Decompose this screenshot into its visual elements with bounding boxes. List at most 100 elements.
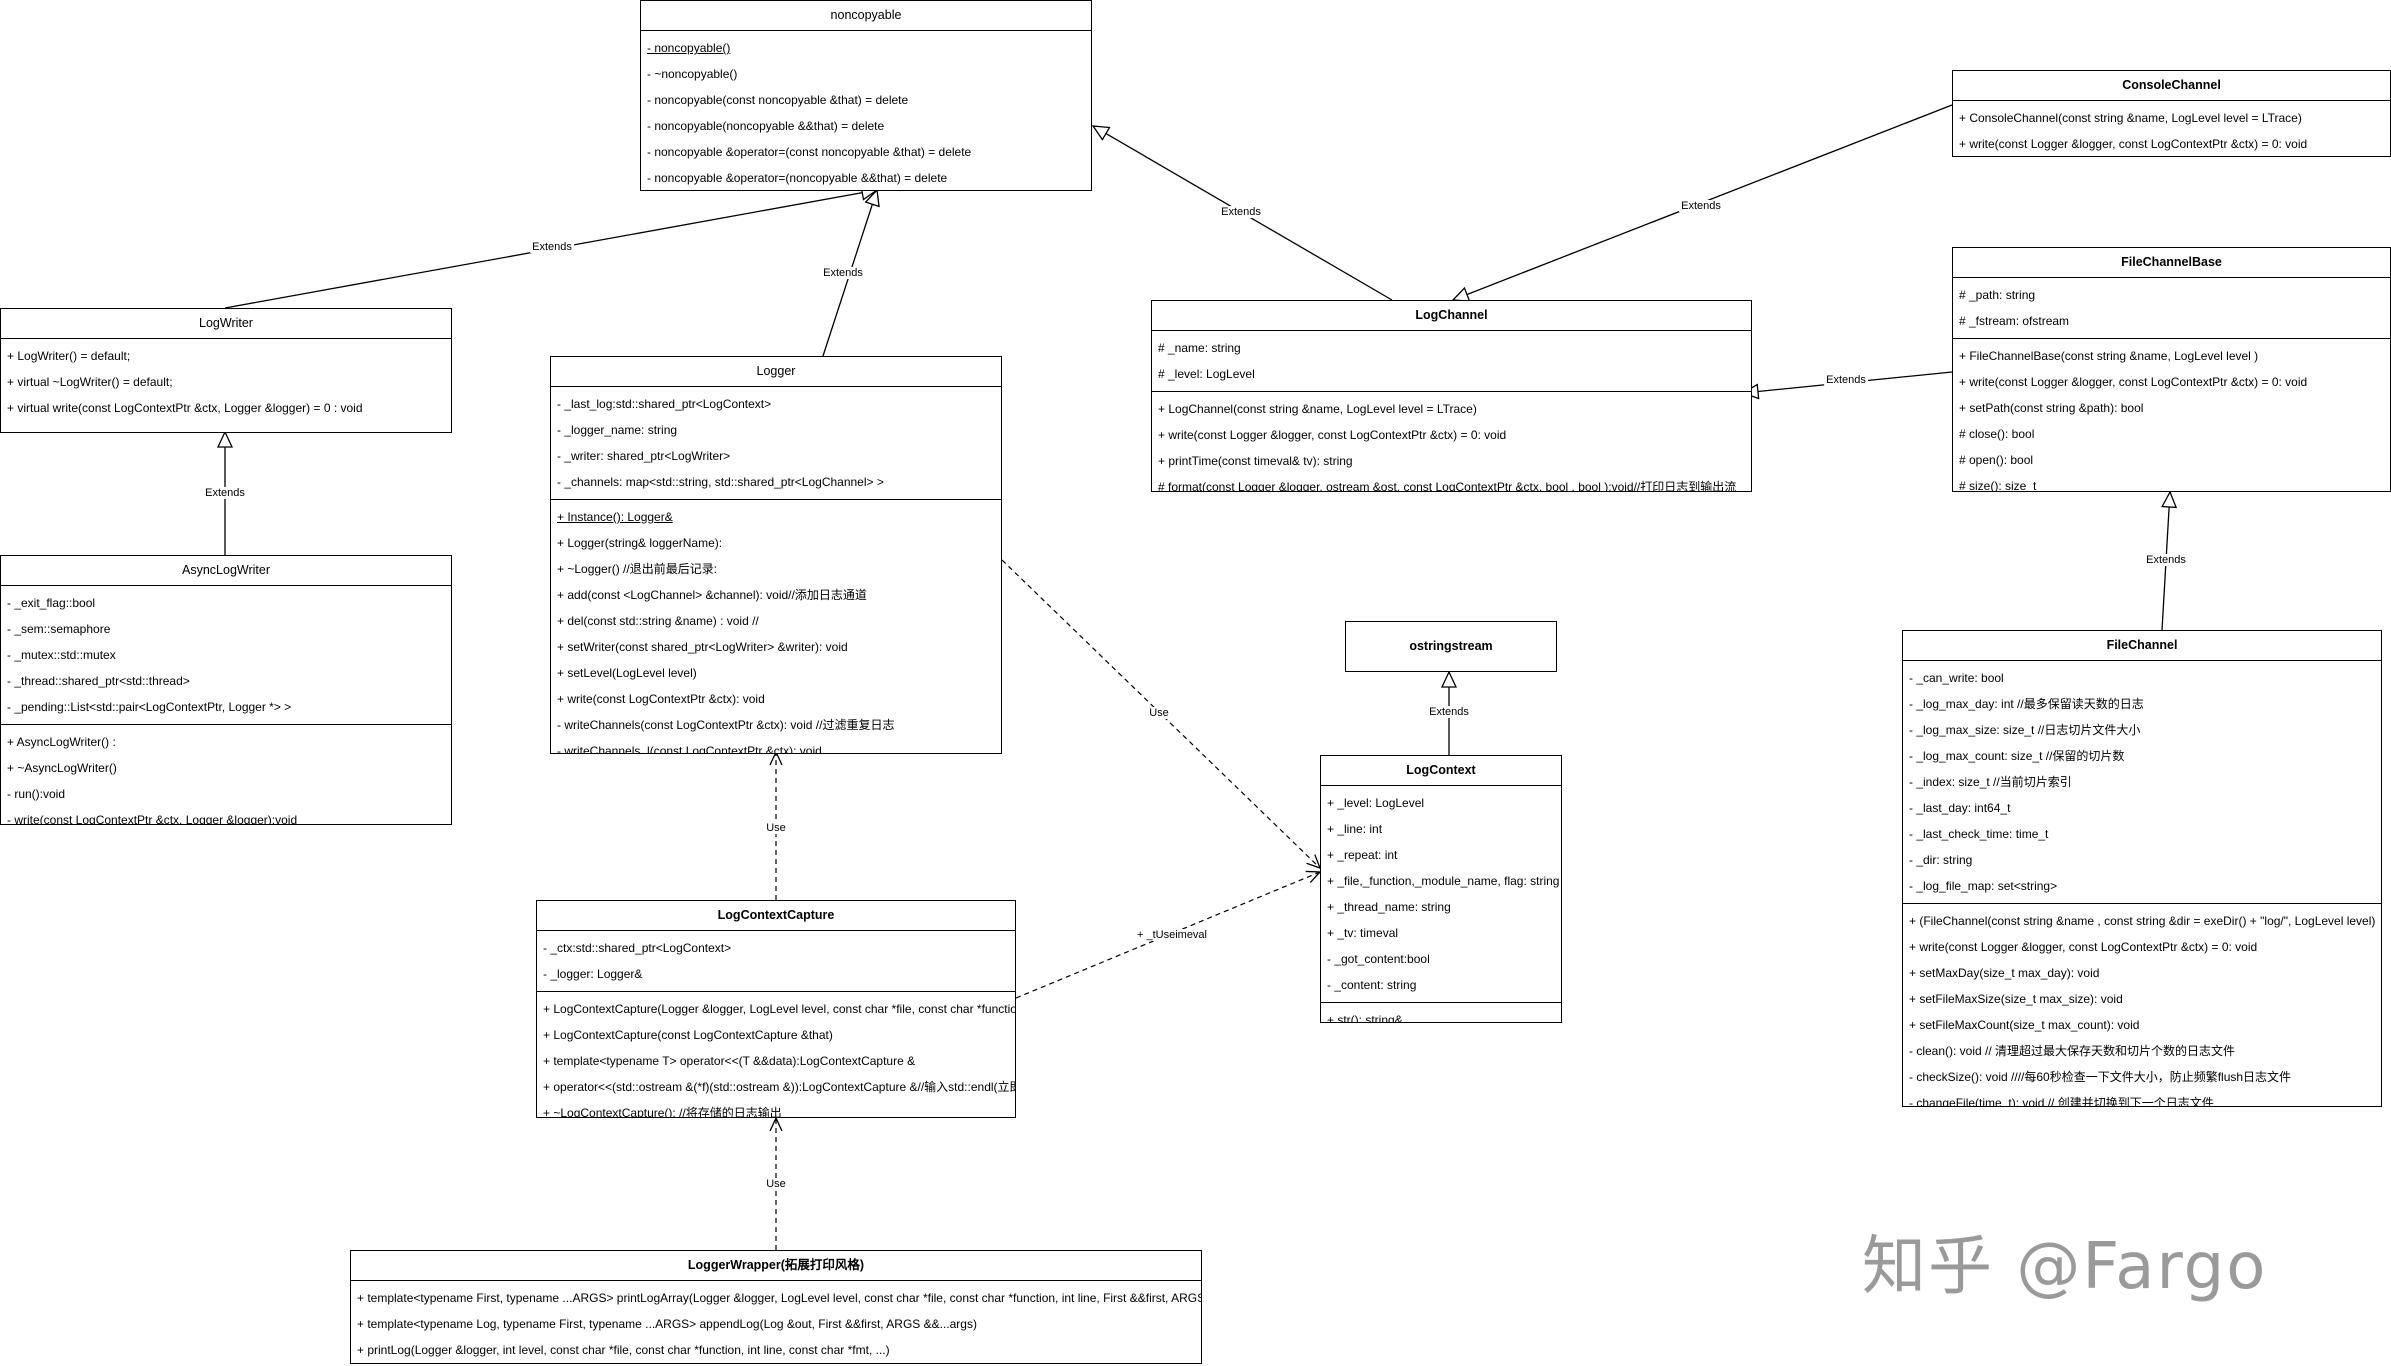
class-method: + setPath(const string &path): bool xyxy=(1959,401,2144,415)
class-method: - noncopyable(const noncopyable &that) =… xyxy=(647,93,909,107)
class-attribute: - _last_check_time: time_t xyxy=(1909,827,2049,841)
class-asynclogwriter[interactable]: AsyncLogWriter- _exit_flag::bool- _sem::… xyxy=(0,555,452,825)
class-logger[interactable]: Logger- _last_log:std::shared_ptr<LogCon… xyxy=(550,356,1002,754)
edge-label-extends: Extends xyxy=(1824,374,1868,386)
class-logchannel[interactable]: LogChannel# _name: string# _level: LogLe… xyxy=(1151,300,1752,492)
class-method: # size(): size_t xyxy=(1959,479,2037,492)
class-attribute: - _index: size_t //当前切片索引 xyxy=(1909,775,2072,789)
class-method: + write(const Logger &logger, const LogC… xyxy=(1959,375,2308,389)
method-section: + Instance(): Logger& + Logger(string& lo… xyxy=(551,500,1001,753)
edge-logger-logcontext xyxy=(1001,559,1322,870)
class-method: + AsyncLogWriter() : xyxy=(7,735,116,749)
class-attribute: # _path: string xyxy=(1959,288,2036,302)
class-attribute: - _logger: Logger& xyxy=(543,967,643,981)
method-section: + (FileChannel(const string &name , cons… xyxy=(1903,904,2381,1106)
class-attribute: + _repeat: int xyxy=(1327,848,1398,862)
class-loggerwrapper[interactable]: LoggerWrapper(拓展打印风格) + template<typenam… xyxy=(350,1250,1202,1364)
class-method: + setLevel(LogLevel level) xyxy=(557,666,697,680)
class-method: + setMaxDay(size_t max_day): void xyxy=(1909,966,2100,980)
method-section: + FileChannelBase(const string &name, Lo… xyxy=(1953,339,2390,492)
class-ostringstream[interactable]: ostringstream xyxy=(1345,621,1557,672)
edge-label-use-timeval: + _tUseimeval xyxy=(1134,929,1210,941)
class-name: LogChannel xyxy=(1152,301,1751,331)
class-attribute: + _tv: timeval xyxy=(1327,926,1399,940)
class-method: + write(const Logger &logger, const LogC… xyxy=(1158,428,1507,442)
class-method: + LogContextCapture(const LogContextCapt… xyxy=(543,1028,833,1042)
class-attribute: - _sem::semaphore xyxy=(7,622,111,636)
class-method: + setWriter(const shared_ptr<LogWriter> … xyxy=(557,640,848,654)
class-method: # open(): bool xyxy=(1959,453,2034,467)
class-method: - writeChannels(const LogContextPtr &ctx… xyxy=(557,718,895,732)
edge-label-extends: Extends xyxy=(821,267,865,279)
class-method: + ~Logger() //退出前最后记录: xyxy=(557,562,718,576)
class-method: + template<typename Log, typename First,… xyxy=(357,1317,977,1331)
class-method: - noncopyable() xyxy=(647,41,731,55)
class-name: LogContextCapture xyxy=(537,901,1015,931)
attribute-section: # _name: string# _level: LogLevel xyxy=(1152,331,1751,392)
class-attribute: + _level: LogLevel xyxy=(1327,796,1425,810)
class-attribute: # _fstream: ofstream xyxy=(1959,314,2070,328)
class-method: + Instance(): Logger& xyxy=(557,510,673,524)
edge-label-use: Use xyxy=(764,822,788,834)
class-method: + LogWriter() = default; xyxy=(7,349,131,363)
method-section: + LogWriter() = default;+ virtual ~LogWr… xyxy=(1,339,451,425)
class-filechannelbase[interactable]: FileChannelBase# _path: string# _fstream… xyxy=(1952,247,2391,492)
class-method: + write(const Logger &logger, const LogC… xyxy=(1909,940,2258,954)
class-method: + add(const <LogChannel> &channel): void… xyxy=(557,588,867,602)
class-attribute: # _level: LogLevel xyxy=(1158,367,1255,381)
class-attribute: - _channels: map<std::string, std::share… xyxy=(557,475,884,489)
edge-label-use: Use xyxy=(1147,707,1171,719)
class-method: + write(const LogContextPtr &ctx): void xyxy=(557,692,765,706)
class-method: + ~AsyncLogWriter() xyxy=(7,761,117,775)
class-attribute: - _ctx:std::shared_ptr<LogContext> xyxy=(543,941,732,955)
class-name: LogContext xyxy=(1321,756,1561,786)
class-method: + FileChannelBase(const string &name, Lo… xyxy=(1959,349,2259,363)
class-method: # format(const Logger &logger, ostream &… xyxy=(1158,480,1737,492)
class-method: # close(): bool xyxy=(1959,427,2035,441)
class-method: + Logger(string& loggerName): xyxy=(557,536,723,550)
attribute-section: - _can_write: bool- _log_max_day: int //… xyxy=(1903,661,2381,904)
class-logwriter[interactable]: LogWriter+ LogWriter() = default;+ virtu… xyxy=(0,308,452,433)
class-method: - noncopyable &operator=(const noncopyab… xyxy=(647,145,972,159)
class-method: + setFileMaxSize(size_t max_size): void xyxy=(1909,992,2123,1006)
edge-label-extends: Extends xyxy=(203,487,247,499)
class-method: - write(const LogContextPtr &ctx, Logger… xyxy=(7,813,298,825)
class-attribute: - _log_max_count: size_t //保留的切片数 xyxy=(1909,749,2125,763)
method-section: + AsyncLogWriter() : + ~AsyncLogWriter() -… xyxy=(1,725,451,825)
class-method: + operator<<(std::ostream &(*f)(std::ost… xyxy=(543,1080,1016,1094)
class-name: AsyncLogWriter xyxy=(1,556,451,586)
edge-label-extends: Extends xyxy=(2144,554,2188,566)
class-consolechannel[interactable]: ConsoleChannel+ ConsoleChannel(const str… xyxy=(1952,70,2391,157)
class-method: + template<typename First, typename ...A… xyxy=(357,1291,1202,1305)
class-attribute: - _content: string xyxy=(1327,978,1417,992)
class-method: - clean(): void // 清理超过最大保存天数和切片个数的日志文件 xyxy=(1909,1044,2236,1058)
class-method: + ~LogContextCapture(): //将存储的日志输出 xyxy=(543,1106,782,1118)
edge-label-extends: Extends xyxy=(1679,200,1723,212)
class-attribute: - _last_day: int64_t xyxy=(1909,801,2011,815)
class-method: - checkSize(): void ////每60秒检查一下文件大小，防止频… xyxy=(1909,1070,2292,1084)
edge-label-extends: Extends xyxy=(530,241,574,253)
class-logcontextcapture[interactable]: LogContextCapture- _ctx:std::shared_ptr<… xyxy=(536,900,1016,1118)
class-method: + setFileMaxCount(size_t max_count): voi… xyxy=(1909,1018,2140,1032)
class-name: LoggerWrapper(拓展打印风格) xyxy=(351,1251,1201,1281)
class-name: FileChannel xyxy=(1903,631,2381,661)
class-method: + LogChannel(const string &name, LogLeve… xyxy=(1158,402,1477,416)
class-method: + ConsoleChannel(const string &name, Log… xyxy=(1959,111,2302,125)
class-method: - run():void xyxy=(7,787,66,801)
class-logcontext[interactable]: LogContext+ _level: LogLevel+ _line: int… xyxy=(1320,755,1562,1023)
attribute-section: - _last_log:std::shared_ptr<LogContext>-… xyxy=(551,387,1001,500)
attribute-section: - _exit_flag::bool- _sem::semaphore- _mu… xyxy=(1,586,451,725)
class-attribute: - _dir: string xyxy=(1909,853,1973,867)
method-section: + LogChannel(const string &name, LogLeve… xyxy=(1152,392,1751,492)
class-attribute: + _file,_function,_module_name, flag: st… xyxy=(1327,874,1560,888)
method-section: - noncopyable()- ~noncopyable()- noncopy… xyxy=(641,31,1091,190)
class-method: - noncopyable &operator=(noncopyable &&t… xyxy=(647,171,948,185)
class-filechannel[interactable]: FileChannel- _can_write: bool- _log_max_… xyxy=(1902,630,2382,1107)
watermark-logo: 知乎 @Fargo xyxy=(1862,1230,2268,1304)
class-name: LogWriter xyxy=(1,309,451,339)
class-method: + del(const std::string &name) : void // xyxy=(557,614,759,628)
attribute-section: # _path: string # _fstream: ofstream xyxy=(1953,278,2390,339)
class-attribute: - _mutex::std::mutex xyxy=(7,648,116,662)
class-noncopyable[interactable]: noncopyable- noncopyable()- ~noncopyable… xyxy=(640,0,1092,191)
